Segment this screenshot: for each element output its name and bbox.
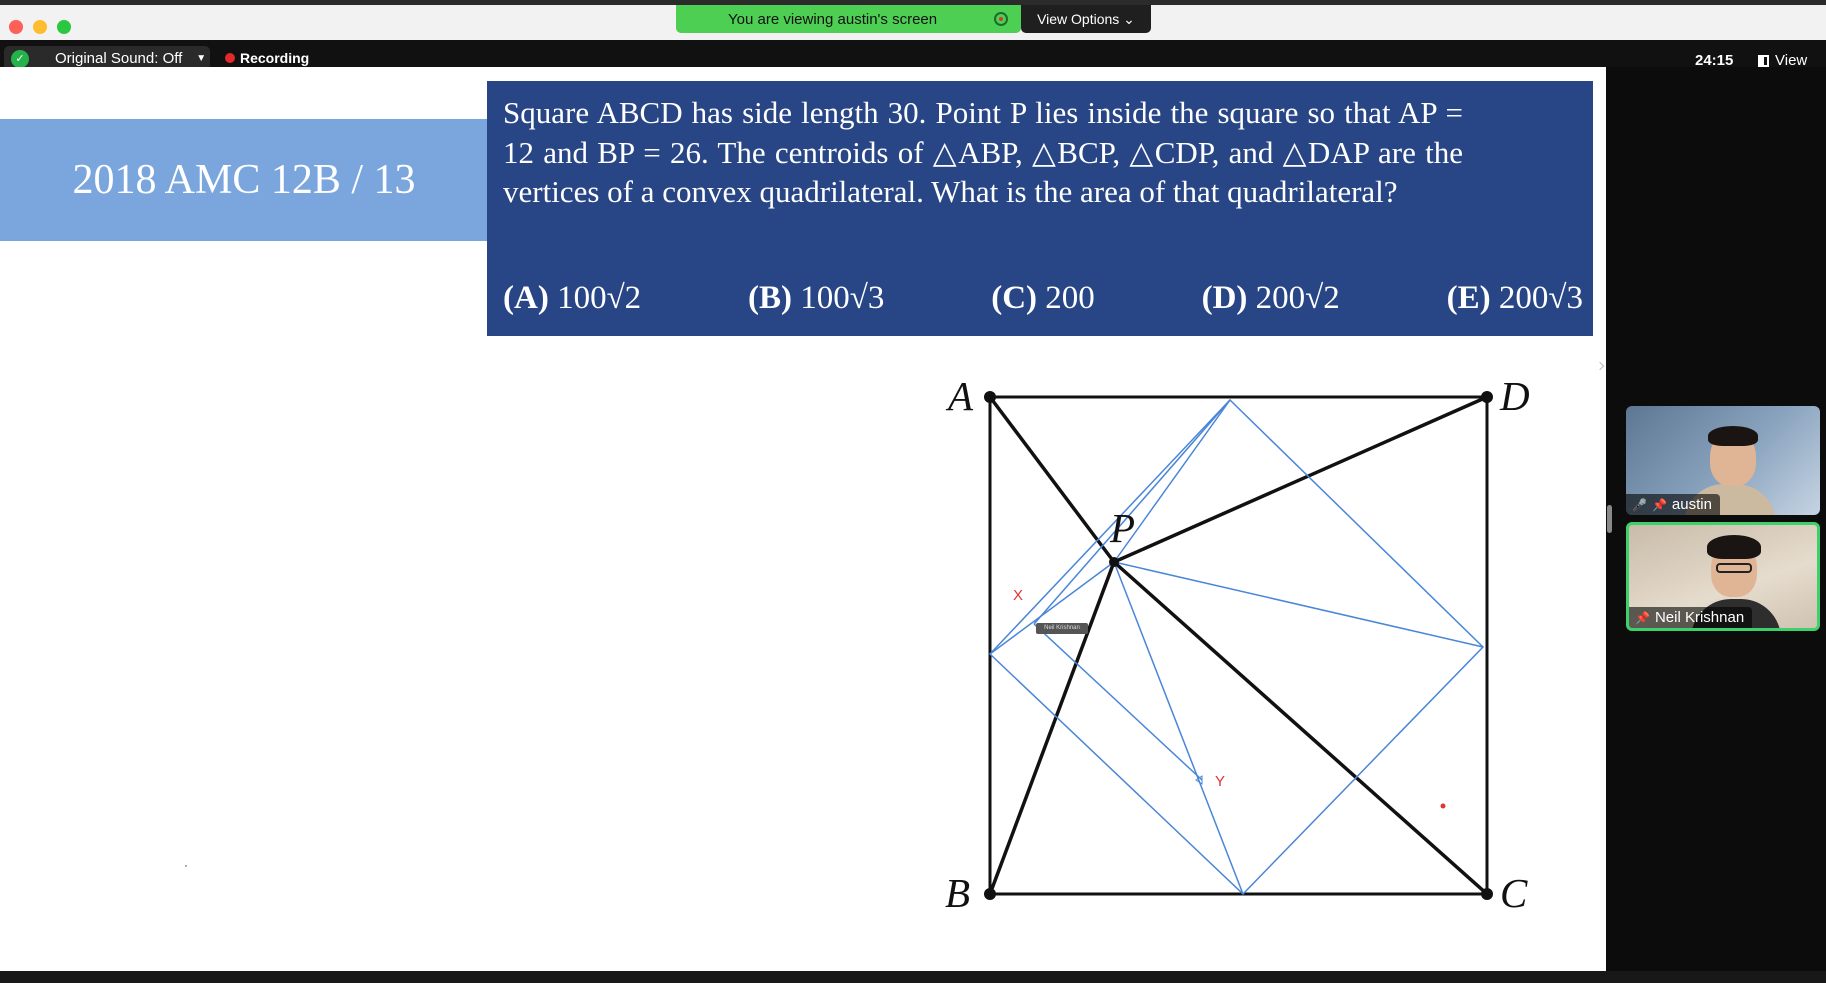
median-top (1113, 399, 1231, 563)
maximize-window-button[interactable] (57, 20, 71, 34)
midpoint-quadrilateral (988, 398, 1485, 896)
mic-muted-icon: 🎤 (1632, 497, 1647, 512)
choice-a: (A) 100√2 (503, 280, 642, 316)
meeting-toolbar: ✓ Original Sound: Off ▼ Recording 24:15 … (0, 40, 1826, 71)
segment-cp (1112, 560, 1489, 896)
median-left (989, 561, 1115, 655)
participant-name: Neil Krishnan (1654, 609, 1745, 626)
panel-resize-handle[interactable] (1607, 505, 1612, 533)
glasses (1716, 563, 1752, 573)
view-options-label: View Options ⌄ (1037, 10, 1135, 27)
view-options-button[interactable]: View Options ⌄ (1021, 5, 1151, 33)
original-sound-button[interactable]: ✓ Original Sound: Off ▼ (4, 46, 210, 71)
view-button[interactable]: View (1758, 52, 1807, 69)
label-c: C (1500, 870, 1528, 916)
annotation-arrow (1195, 775, 1203, 785)
recording-indicator[interactable]: Recording (225, 50, 309, 66)
label-d: D (1499, 373, 1530, 419)
problem-statement-box: Square ABCD has side length 30. Point P … (487, 81, 1593, 336)
share-banner-text: You are viewing austin's screen (728, 10, 938, 28)
screen-share-banner: You are viewing austin's screen (676, 5, 1021, 33)
layout-icon (1758, 54, 1769, 67)
choice-d: (D) 200√2 (1201, 280, 1340, 316)
median-right (1113, 561, 1484, 648)
chevron-down-icon[interactable]: ▼ (196, 53, 207, 64)
segment-bp (988, 561, 1116, 895)
bottom-bar (0, 971, 1826, 983)
problem-text: Square ABCD has side length 30. Point P … (503, 95, 1463, 209)
geometry-figure: A D B C P X Y (185, 373, 1530, 916)
annotation-x: X (1013, 587, 1023, 604)
participant-hair (1708, 426, 1758, 446)
view-label: View (1775, 52, 1808, 69)
choice-b: (B) 100√3 (748, 280, 885, 316)
annotation-y: Y (1215, 773, 1225, 790)
segment-ap (988, 395, 1116, 564)
label-p: P (1109, 505, 1135, 551)
median-bottom (1113, 561, 1244, 895)
original-sound-label: Original Sound: Off (55, 50, 183, 67)
participant-hair (1707, 535, 1761, 559)
choice-e: (E) 200√3 (1446, 280, 1583, 316)
remote-cursor-tag: Neil Krishnan (1036, 623, 1088, 634)
participant-name-tag: 📌 Neil Krishnan (1629, 607, 1753, 628)
vertex-c (1481, 888, 1493, 900)
participant-name-tag: 🎤 📌 austin (1626, 494, 1720, 515)
pin-icon: 📌 (1651, 497, 1667, 512)
point-p (1109, 557, 1119, 567)
record-dot-icon (225, 53, 235, 63)
answer-choices: (A) 100√2 (B) 100√3 (C) 200 (D) 200√2 (E… (503, 280, 1583, 317)
square-abcd (988, 395, 1489, 896)
close-window-button[interactable] (9, 20, 23, 34)
shared-screen[interactable]: 2018 AMC 12B / 13 Square ABCD has side l… (0, 67, 1606, 971)
slide-title: 2018 AMC 12B / 13 (72, 157, 416, 203)
recording-label: Recording (240, 50, 310, 66)
stray-dot (185, 865, 187, 867)
vertex-d (1481, 391, 1493, 403)
vertex-a (984, 391, 996, 403)
participant-name: austin (1671, 496, 1712, 513)
label-b: B (945, 870, 970, 916)
share-status-icon (994, 12, 1008, 26)
choice-c: (C) 200 (991, 280, 1095, 316)
slide-title-band: 2018 AMC 12B / 13 (0, 119, 488, 241)
construction-line-1 (1033, 399, 1231, 625)
meeting-timer: 24:15 (1695, 52, 1734, 69)
pin-icon: 📌 (1635, 610, 1650, 625)
construction-line-2 (1033, 623, 1203, 781)
participant-video-neil-krishnan[interactable]: 📌 Neil Krishnan (1626, 522, 1820, 631)
participant-video-austin[interactable]: 🎤 📌 austin (1626, 406, 1820, 515)
minimize-window-button[interactable] (33, 20, 47, 34)
shield-check-icon: ✓ (11, 49, 29, 68)
vertex-b (984, 888, 996, 900)
laser-pointer-dot (1440, 803, 1446, 809)
segment-dp (1113, 395, 1488, 564)
label-a: A (945, 373, 974, 419)
